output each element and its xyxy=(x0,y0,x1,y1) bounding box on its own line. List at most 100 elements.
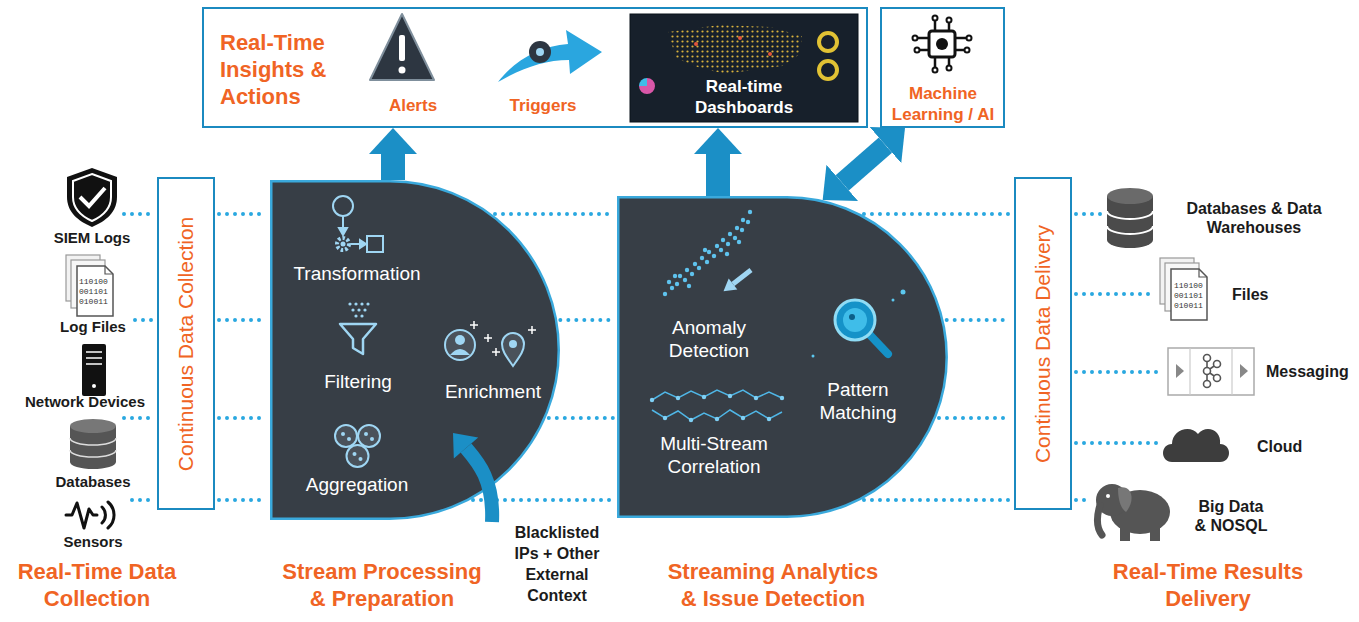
sensor-icon xyxy=(66,502,114,528)
dashboard-panel: Real-time Dashboards xyxy=(630,14,858,122)
warehouse-icon xyxy=(1107,211,1153,219)
node-text: Continuous Data Collection xyxy=(174,216,198,470)
ai-chip-icon xyxy=(948,23,951,31)
messaging-icon xyxy=(1204,355,1211,362)
database-icon xyxy=(70,419,116,469)
files-icon xyxy=(1160,258,1207,320)
trigger-icon xyxy=(498,30,602,82)
files-icon xyxy=(1171,269,1207,320)
ai-chip-icon xyxy=(947,66,952,71)
target-label: Files xyxy=(1232,285,1292,304)
messaging-icon xyxy=(1204,368,1211,375)
shield-icon xyxy=(67,168,117,227)
node-text: Pattern Matching xyxy=(808,378,908,424)
messaging-icon xyxy=(1240,364,1248,378)
ai-chip-icon xyxy=(913,16,972,73)
alert-icon xyxy=(399,67,406,74)
delivery-box: Continuous Data Delivery xyxy=(1014,177,1072,510)
source-dotted-lines xyxy=(124,416,153,420)
node-text: Continuous Data Delivery xyxy=(1031,224,1055,462)
source-dotted-lines xyxy=(135,318,153,322)
data-stream-line xyxy=(864,498,1010,502)
target-dotted-lines xyxy=(1076,214,1162,500)
elephant-icon xyxy=(1096,484,1170,541)
messaging-icon xyxy=(1204,355,1221,388)
ai-chip-icon xyxy=(947,18,952,23)
database-icon xyxy=(70,450,116,457)
cloud-icon xyxy=(1163,429,1229,462)
source-label: SIEM Logs xyxy=(42,229,142,247)
ai-chip-icon xyxy=(955,37,966,40)
sensor-icon xyxy=(66,503,97,528)
target-dotted-lines xyxy=(1076,292,1154,296)
network-device-icon xyxy=(82,344,106,396)
sensor-icon xyxy=(108,502,114,528)
target-label: Cloud xyxy=(1257,437,1317,456)
ai-chip-icon xyxy=(934,57,937,67)
messaging-icon xyxy=(1214,375,1221,382)
trigger-icon xyxy=(536,48,544,56)
target-dotted-lines xyxy=(1076,212,1102,216)
elephant-icon xyxy=(1097,505,1102,535)
warehouse-icon xyxy=(1107,226,1153,234)
node-text: Aggregation xyxy=(287,473,427,496)
database-icon xyxy=(70,438,116,445)
sensor-icon xyxy=(102,507,105,523)
source-dotted-lines xyxy=(132,498,153,502)
node-text: Real-Time Insights & Actions xyxy=(220,29,370,110)
processing-stage-icons xyxy=(333,196,536,522)
elephant-icon xyxy=(1150,524,1160,541)
stage-outline xyxy=(618,197,946,517)
node-text: Multi-Stream Correlation xyxy=(644,432,784,478)
ai-chip-icon xyxy=(913,16,972,73)
target-label: Big Data & NOSQL xyxy=(1192,497,1270,535)
flow-arrow xyxy=(706,154,730,196)
shield-icon xyxy=(80,188,105,206)
data-stream-line xyxy=(947,318,1010,322)
ai-chip-icon xyxy=(915,48,920,53)
analytics-stage: Anomaly DetectionMulti-Stream Correlatio… xyxy=(617,196,948,518)
data-stream-line xyxy=(219,498,266,502)
database-icon xyxy=(70,419,116,433)
data-stream-line xyxy=(549,416,613,420)
log-files-icon xyxy=(105,266,113,274)
data-stream-line xyxy=(219,416,266,420)
analytics-stage-outline xyxy=(617,196,948,518)
log-files-icon xyxy=(77,266,113,316)
node-text: Real-time Dashboards xyxy=(664,76,824,118)
alert-icon xyxy=(370,14,434,80)
messaging-icon xyxy=(1189,348,1190,395)
section-heading: Real-Time Data Collection xyxy=(5,558,189,612)
ai-chip-icon xyxy=(918,37,929,40)
node-text: Transformation xyxy=(282,262,432,285)
context-note: Blacklisted IPs + Other External Context xyxy=(503,522,611,606)
source-label: Sensors xyxy=(43,533,143,551)
source-dotted-lines xyxy=(124,212,153,216)
node-text: Enrichment xyxy=(433,380,553,403)
network-device-icon xyxy=(86,351,102,353)
ml-box: Machine Learning / AI xyxy=(880,7,1005,128)
flow-arrow xyxy=(381,154,405,180)
files-icon xyxy=(1199,269,1207,277)
target-dotted-lines xyxy=(1076,441,1158,445)
data-stream-line xyxy=(219,318,266,322)
source-label: Network Devices xyxy=(15,393,155,411)
processing-stage: TransformationFilteringAggregationEnrich… xyxy=(270,180,560,520)
target-dotted-lines xyxy=(1076,498,1088,502)
section-heading: Streaming Analytics & Issue Detection xyxy=(662,558,884,612)
warehouse-icon xyxy=(1107,188,1153,248)
ai-chip-icon xyxy=(967,36,972,41)
icon-binary: 110100 001101 010011 xyxy=(79,277,110,307)
messaging-icon xyxy=(1231,348,1232,395)
ai-chip-icon xyxy=(933,16,938,21)
messaging-icon xyxy=(1168,348,1254,395)
ai-chip-icon xyxy=(955,49,964,52)
ai-chip-icon xyxy=(965,48,970,53)
log-files-icon xyxy=(66,255,113,316)
ai-chip-icon xyxy=(933,68,938,73)
messaging-icon xyxy=(1214,361,1221,368)
alert-icon xyxy=(370,14,434,80)
node-text: Anomaly Detection xyxy=(649,316,769,362)
ai-chip-icon xyxy=(929,31,955,57)
